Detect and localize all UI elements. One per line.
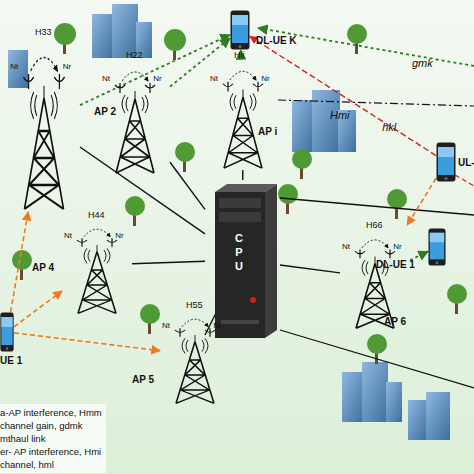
channel-link [14,333,160,351]
channel-symbol: gmk [412,58,433,69]
ue-name: DL-UE 1 [376,260,415,270]
antenna-count: Nr [261,75,269,83]
fronthaul-link [242,170,243,180]
channel-label: H33 [35,28,52,37]
phone-icon [428,228,446,266]
channel-link [410,251,428,260]
antenna-count: Nr [115,232,123,240]
ap-name: AP i [258,127,277,137]
access-point: H55AP 5 [160,305,230,405]
user-equipment: UE 1 [0,312,14,352]
ap-name: AP 5 [132,375,154,385]
ue-name: UE 1 [0,356,22,366]
ap-name: AP 6 [384,317,406,327]
access-point: HiiAP i [208,55,278,170]
legend-text: a-AP interference, Hmm [0,406,102,419]
cpu-unit: CPU [205,180,280,340]
fronthaul-link [132,261,205,264]
channel-symbol: Hmi [330,110,350,121]
phone-icon [436,142,456,182]
trees [12,23,467,364]
channel-link [14,291,62,327]
ap-tower [160,305,230,405]
antenna-count: Nr [63,63,71,71]
legend-text: mthaul link [0,432,102,445]
channel-link [11,212,29,312]
ap-tower [208,55,278,170]
legend: a-AP interference, Hmmchannel gain, gdmk… [0,404,106,473]
fronthaul-link [280,265,340,273]
antenna-count: Nt [10,63,18,71]
edge-label: hkl [382,122,396,133]
access-point: H22AP 2 [100,55,170,175]
ap-tower [8,32,80,212]
antenna-count: Nt [64,232,72,240]
channel-link [170,38,230,87]
legend-text: er- AP interference, Hmi [0,445,102,458]
legend-text: channel, hml [0,458,102,471]
antenna-count: Nt [102,75,110,83]
antenna-count: Nr [393,243,401,251]
channel-label: H44 [88,211,105,220]
ap-name: AP 2 [94,107,116,117]
antenna-count: Nt [210,75,218,83]
legend-text: channel gain, gdmk [0,419,102,432]
user-equipment: UL- [436,142,456,182]
user-equipment: DL-UE 1 [428,228,446,266]
antenna-count: Nt [342,243,350,251]
ue-name: DL-UE K [256,36,297,46]
ap-name: AP 4 [32,263,54,273]
antenna-count: Nt [162,322,170,330]
channel-link [250,36,436,155]
channel-label: Hii [234,51,245,60]
cpu-label: CPU [233,232,244,274]
channel-label: H55 [186,301,203,310]
user-equipment: DL-UE K [230,10,250,50]
phone-icon [0,312,14,352]
channel-label: H66 [366,221,383,230]
ap-tower [62,215,132,315]
buildings [8,4,450,440]
ue-name: UL- [458,158,474,168]
antenna-count: Nr [153,75,161,83]
extra-links [258,28,474,388]
channel-link [80,35,230,105]
ap-tower [340,225,410,330]
phone-icon [230,10,250,50]
channel-label: H22 [126,51,143,60]
access-point: H44AP 4 [62,215,132,315]
channel-link [407,178,436,225]
access-point: H66AP 6 [340,225,410,330]
antenna-count: Nr [213,322,221,330]
fronthaul-link [170,162,205,209]
access-point: H33 [8,32,80,212]
